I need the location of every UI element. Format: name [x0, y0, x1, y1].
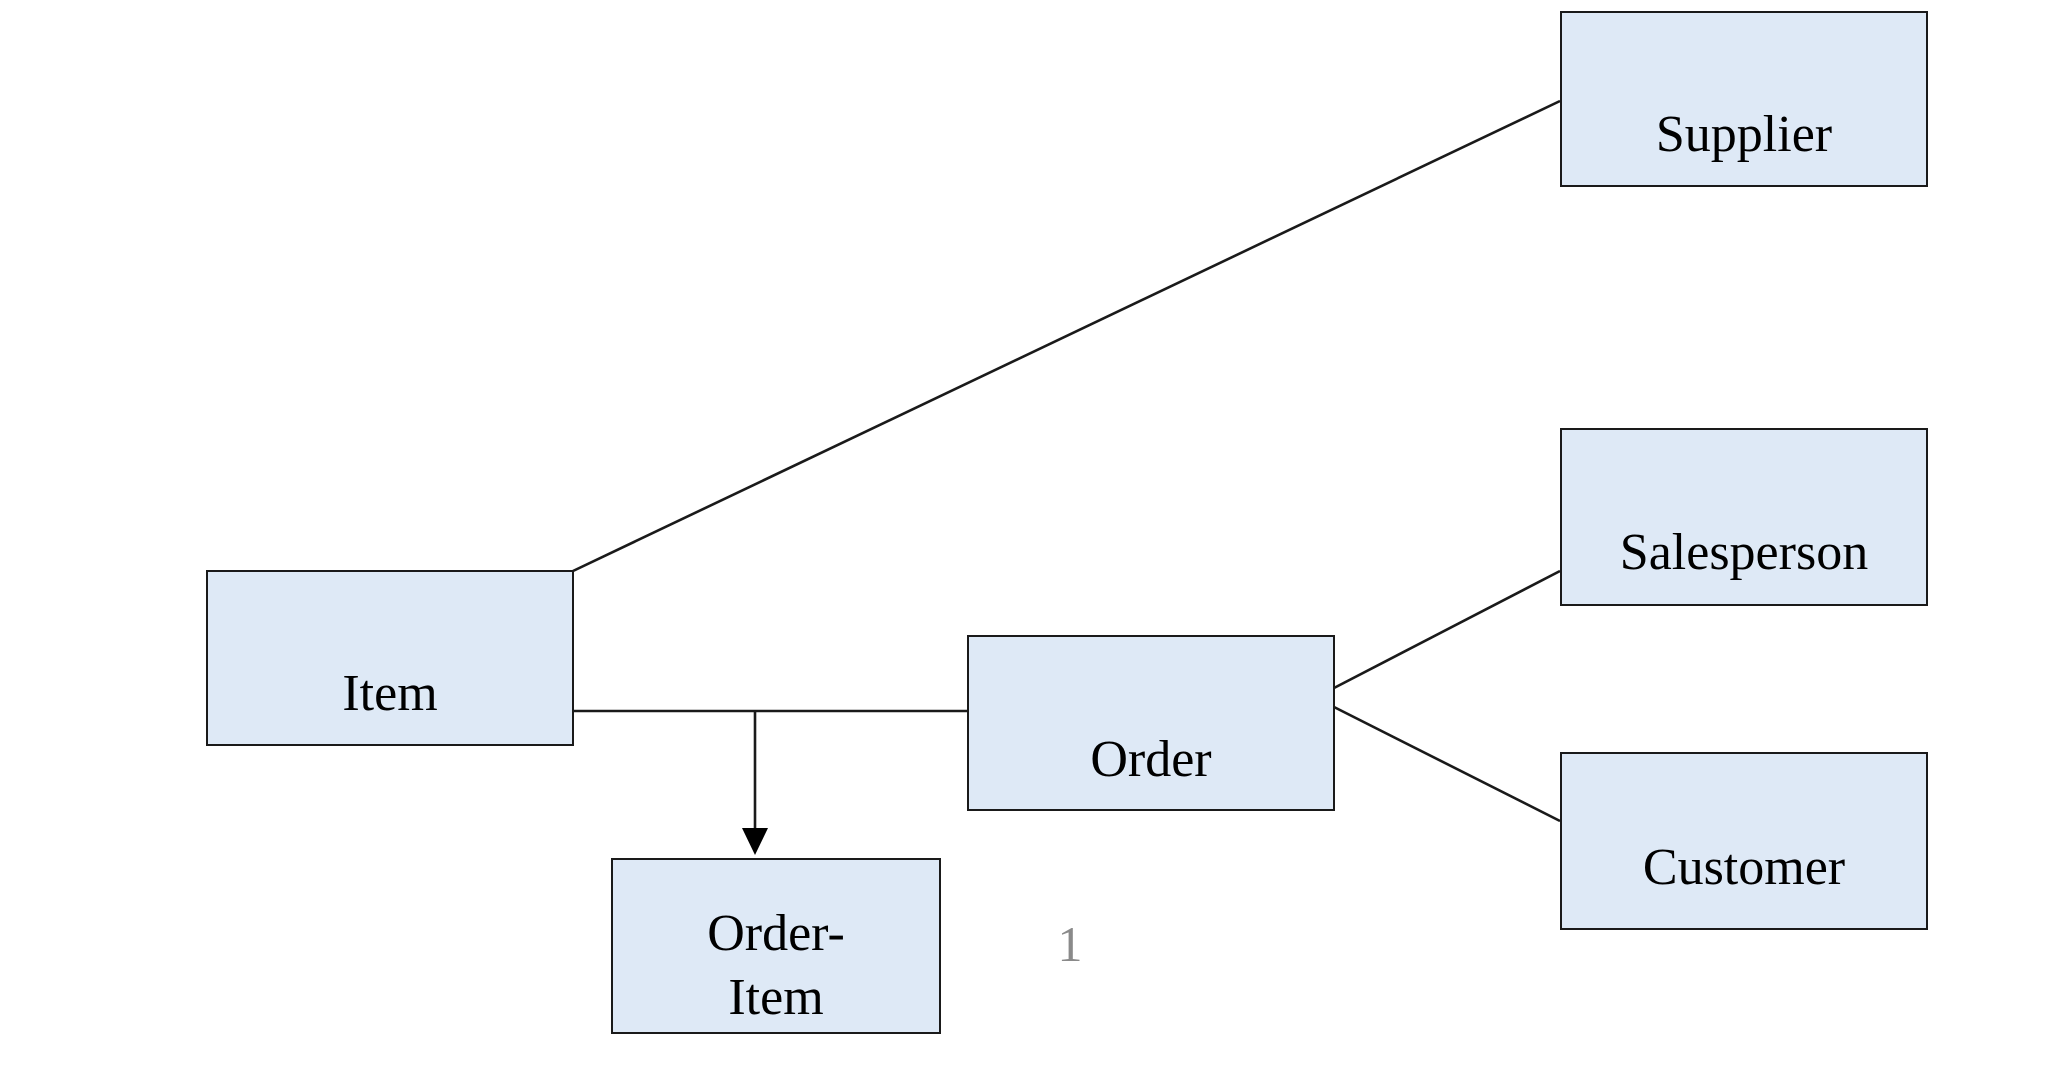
order-entity: Order [967, 635, 1335, 811]
customer-label: Customer [1642, 839, 1846, 896]
page-number: 1 [1057, 916, 1083, 972]
order-item-label-line1: Order- [707, 905, 845, 962]
supplier-label: Supplier [1655, 106, 1833, 163]
order-item-arrowhead [742, 828, 768, 855]
item-label: Item [342, 665, 438, 722]
supplier-entity: Supplier [1560, 11, 1928, 187]
order-item-label-line2: Item [728, 969, 824, 1026]
order-label: Order [1090, 731, 1212, 788]
order-item-entity: Order- Item [611, 858, 941, 1034]
customer-entity: Customer [1560, 752, 1928, 930]
salesperson-label: Salesperson [1619, 524, 1869, 581]
order-customer-connector [1333, 705, 1561, 823]
item-supplier-connector [572, 99, 1561, 573]
salesperson-entity: Salesperson [1560, 428, 1928, 606]
item-entity: Item [206, 570, 574, 746]
order-salesperson-connector [1333, 569, 1561, 690]
